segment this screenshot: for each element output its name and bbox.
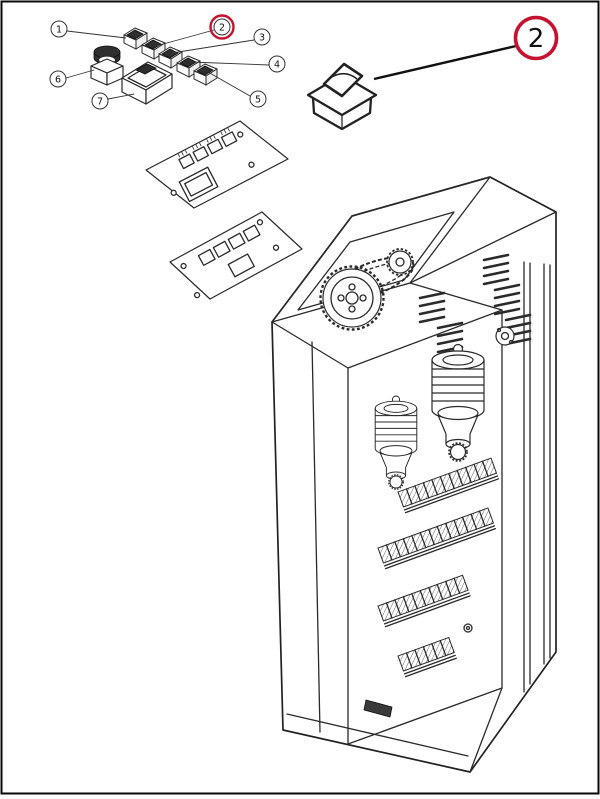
chain-drive — [319, 248, 415, 331]
callout-5-label: 5 — [255, 95, 261, 106]
control-panel-front — [145, 120, 289, 209]
callout-4[interactable]: 4 — [268, 55, 286, 73]
drive-sprocket-large — [319, 265, 385, 331]
switch-mounting-bracket — [121, 61, 173, 105]
main-callout-2[interactable]: 2 — [513, 15, 559, 61]
control-panel-backplate — [169, 211, 303, 300]
terminal-row-2 — [377, 507, 497, 570]
callout-1[interactable]: 1 — [50, 20, 68, 38]
callout-5-leader — [207, 71, 251, 97]
callout-4-label: 4 — [274, 60, 280, 71]
callout-7[interactable]: 7 — [91, 92, 109, 110]
callout-4-leader — [189, 61, 270, 66]
panel-legend-marks — [177, 128, 230, 158]
left-frame-line — [311, 341, 321, 733]
callout-7-leader — [107, 93, 135, 100]
display-hole — [227, 253, 255, 278]
callout-3-leader — [171, 39, 255, 54]
terminal-row-4 — [397, 636, 457, 678]
callout-2-label: 2 — [219, 23, 225, 34]
main-callout-leader — [373, 44, 517, 81]
drive-sprocket-small — [386, 248, 414, 276]
cable-ducts — [523, 261, 551, 693]
callout-3-label: 3 — [259, 33, 265, 44]
floor-edge — [469, 687, 503, 773]
main-callout-ring — [513, 15, 559, 61]
callout-3[interactable]: 3 — [253, 28, 271, 46]
main-callout-label: 2 — [528, 24, 545, 54]
callout-2-highlight-ring — [209, 14, 235, 40]
callout-7-label: 7 — [97, 97, 103, 108]
callout-2-leader — [155, 29, 215, 47]
side-pulley — [495, 326, 515, 346]
terminal-row-1 — [397, 457, 500, 514]
terminal-row-3 — [377, 574, 471, 628]
bolt — [463, 623, 473, 633]
callout-1-label: 1 — [56, 25, 62, 36]
emergency-stop-button — [90, 45, 124, 86]
base-vent — [363, 699, 393, 718]
plinth-line — [286, 713, 469, 757]
callout-5[interactable]: 5 — [249, 90, 267, 108]
callout-6[interactable]: 6 — [49, 70, 67, 88]
callout-6-label: 6 — [55, 75, 61, 86]
callout-2-highlighted[interactable]: 2 — [209, 14, 235, 40]
callout-1-leader — [66, 30, 127, 39]
rocker-switch-enlarged — [306, 62, 378, 131]
cabinet — [271, 176, 557, 773]
callout-6-leader — [65, 69, 95, 79]
